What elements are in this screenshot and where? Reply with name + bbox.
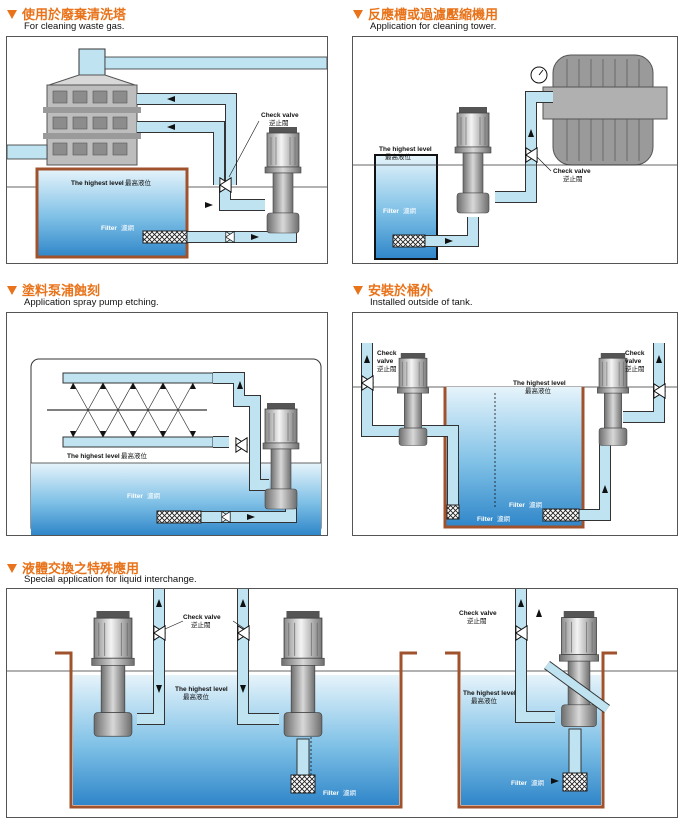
chevron-down-icon <box>353 285 363 295</box>
pump-icon <box>264 127 302 234</box>
section-1-title: 使用於廢棄清洗塔 <box>6 4 126 23</box>
filter-b-label-zh: 濾網 <box>497 514 511 523</box>
filter-b-label: Filter <box>511 780 527 787</box>
highest-level-label-zh: 最高液位 <box>125 178 152 187</box>
pump-icon <box>262 403 300 510</box>
check-valve-label-zh: 逆止閥 <box>563 174 583 183</box>
section-2-title: 反應槽或過濾壓縮機用 <box>352 4 498 23</box>
diagram-spray-etching: The highest level 最高液位 Filter 濾網 <box>6 312 328 536</box>
check-valve-left-label-2: valve <box>377 358 394 365</box>
check-valve-a-label-zh: 逆止閥 <box>191 620 211 629</box>
pump-icon <box>281 611 325 737</box>
filter-icon <box>156 510 202 524</box>
section-5-subtitle: Special application for liquid interchan… <box>24 574 197 585</box>
diagram-liquid-interchange: Check valve 逆止閥 The highest level 最高液位 F… <box>6 588 678 818</box>
highest-level-label-zh: 最高液位 <box>121 451 148 460</box>
highest-level-a-label: The highest level <box>175 686 228 693</box>
filter-a-label-zh: 濾網 <box>343 788 357 797</box>
filter-icon <box>562 772 588 792</box>
check-valve-a-label: Check valve <box>183 614 221 621</box>
highest-level-b-label-zh: 最高液位 <box>471 696 498 705</box>
filter-icon <box>290 774 316 794</box>
highest-level-label: The highest level <box>379 146 432 153</box>
filter-a-label: Filter <box>509 502 525 509</box>
scrubber-tower <box>43 48 141 166</box>
section-4-subtitle: Installed outside of tank. <box>370 297 473 308</box>
pump-icon <box>596 353 630 446</box>
section-4-title: 安裝於桶外 <box>352 280 433 299</box>
check-valve-label: Check valve <box>261 112 299 119</box>
section-1-title-zh: 使用於廢棄清洗塔 <box>22 8 127 23</box>
filter-a-label-zh: 濾網 <box>529 500 543 509</box>
check-valve-label-zh: 逆止閥 <box>269 118 289 127</box>
filter-label-zh: 濾網 <box>147 491 161 500</box>
check-valve-right-label-2: valve <box>625 358 642 365</box>
pump-icon <box>558 611 600 728</box>
filter-a-label: Filter <box>323 790 339 797</box>
check-valve-b-label-zh: 逆止閥 <box>467 616 487 625</box>
highest-level-label: The highest level <box>67 453 120 460</box>
section-5-title: 液體交換之特殊應用 <box>6 558 139 577</box>
filter-label: Filter <box>383 208 399 215</box>
filter-label-zh: 濾網 <box>403 206 417 215</box>
section-4-title-zh: 安裝於桶外 <box>368 284 434 299</box>
section-3-title-zh: 塗料泵浦蝕刻 <box>22 284 101 299</box>
filter-icon <box>392 234 426 248</box>
filter-label: Filter <box>127 493 143 500</box>
valve-icon <box>235 437 248 453</box>
section-1-subtitle: For cleaning waste gas. <box>24 21 125 32</box>
filter-label-zh: 濾網 <box>121 223 135 232</box>
pump-icon <box>91 611 135 737</box>
section-3-title: 塗料泵浦蝕刻 <box>6 280 100 299</box>
highest-level-label: The highest level <box>71 180 124 187</box>
filter-icon <box>542 508 580 522</box>
check-valve-left-label-zh: 逆止閥 <box>377 364 397 373</box>
filter-b-label-zh: 濾網 <box>531 778 545 787</box>
compressor <box>542 54 668 166</box>
check-valve-label: Check valve <box>553 168 591 175</box>
chevron-down-icon <box>7 563 17 573</box>
diagram-cleaning-tower: The highest level 最高液位 Filter 濾網 Check v… <box>352 36 678 264</box>
filter-icon <box>142 230 188 244</box>
highest-level-b-label: The highest level <box>463 690 516 697</box>
section-5-title-zh: 液體交換之特殊應用 <box>22 562 140 577</box>
filter-icon <box>446 504 460 520</box>
pump-icon <box>454 107 492 214</box>
section-2-title-zh: 反應槽或過濾壓縮機用 <box>368 8 499 23</box>
filter-b-label: Filter <box>477 516 493 523</box>
pump-icon <box>396 353 430 446</box>
section-3-subtitle: Application spray pump etching. <box>24 297 159 308</box>
chevron-down-icon <box>7 285 17 295</box>
chevron-down-icon <box>353 9 363 19</box>
highest-level-label: The highest level <box>513 380 566 387</box>
chevron-down-icon <box>7 9 17 19</box>
check-valve-right-label-1: Check <box>625 350 645 357</box>
highest-level-label-zh: 最高液位 <box>385 152 412 161</box>
check-valve-right-label-zh: 逆止閥 <box>625 364 645 373</box>
diagram-outside-tank: Check valve 逆止閥 Check valve 逆止閥 The high… <box>352 312 678 536</box>
diagram-waste-gas: Check valve 逆止閥 The highest level 最高液位 F… <box>6 36 328 264</box>
highest-level-a-label-zh: 最高液位 <box>183 692 210 701</box>
check-valve-b-label: Check valve <box>459 610 497 617</box>
filter-label: Filter <box>101 225 117 232</box>
highest-level-label-zh: 最高液位 <box>525 386 552 395</box>
section-2-subtitle: Application for cleaning tower. <box>370 21 497 32</box>
check-valve-left-label-1: Check <box>377 350 397 357</box>
